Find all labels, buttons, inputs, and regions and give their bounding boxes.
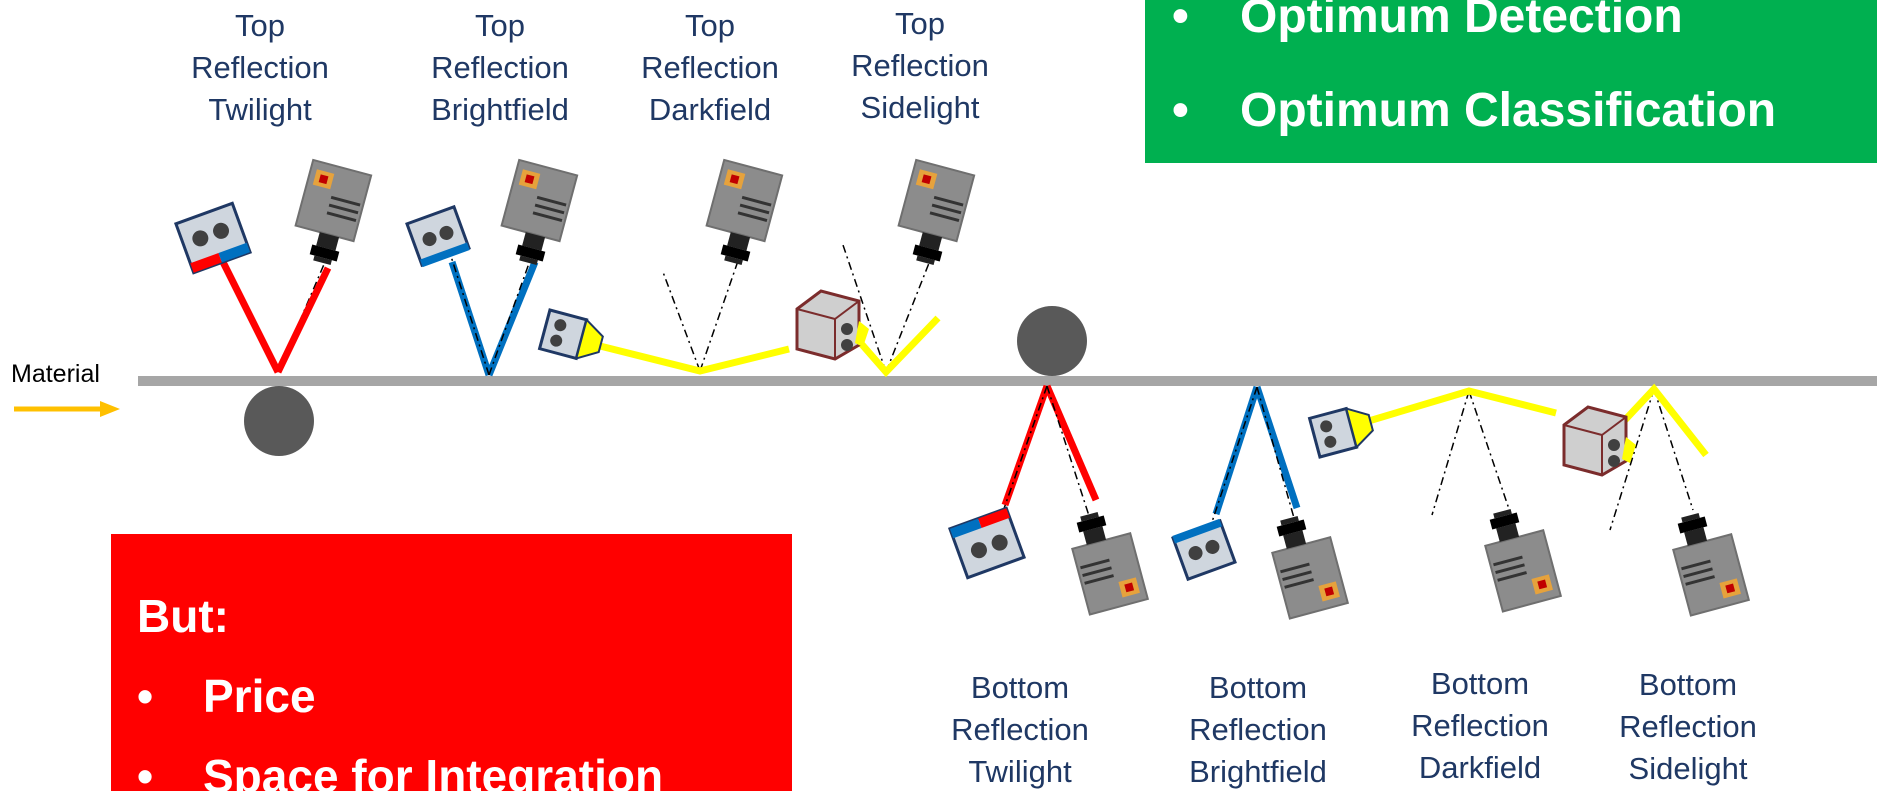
- station-top-sidelight: [795, 158, 976, 378]
- caption-top-sidelight: Top Reflection Sidelight: [820, 3, 1020, 129]
- roller-center: [1017, 306, 1087, 376]
- caption-line: Reflection: [1619, 709, 1757, 744]
- caption-top-brightfield: Top Reflection Brightfield: [400, 5, 600, 131]
- station-top-brightfield: [405, 158, 579, 377]
- drawback-item: • Price: [137, 668, 792, 724]
- station-bottom-sidelight: [1562, 383, 1750, 617]
- caption-line: Twilight: [208, 92, 312, 127]
- station-top-twilight: [174, 158, 373, 374]
- advantage-item: • Optimum Classification: [1172, 64, 1877, 158]
- caption-line: Darkfield: [1418, 750, 1542, 785]
- caption-line: Top: [895, 6, 945, 41]
- caption-line: Reflection: [431, 50, 569, 85]
- caption-line: Reflection: [951, 712, 1089, 747]
- roller-top-left: [244, 386, 314, 456]
- caption-line: Reflection: [1189, 712, 1327, 747]
- advantages-box: • Optimum Detection • Optimum Classificati…: [1145, 0, 1877, 163]
- bullet-icon: •: [137, 750, 154, 791]
- advantage-label: Optimum Detection: [1240, 0, 1683, 43]
- caption-line: Brightfield: [1189, 754, 1327, 789]
- caption-top-twilight: Top Reflection Twilight: [160, 5, 360, 131]
- caption-line: Bottom: [1208, 670, 1308, 705]
- caption-line: Sidelight: [860, 90, 980, 125]
- drawbacks-title: But:: [137, 590, 229, 642]
- drawbacks-box: But: • Price • Space for Integration: [111, 534, 792, 791]
- caption-line: Bottom: [1430, 666, 1530, 701]
- advantage-item: • Optimum Detection: [1172, 0, 1877, 64]
- caption-line: Reflection: [851, 48, 989, 83]
- material-label: Material: [11, 360, 100, 388]
- caption-bottom-sidelight: Bottom Reflection Sidelight: [1588, 664, 1788, 790]
- station-top-darkfield: [538, 158, 790, 375]
- caption-line: Reflection: [191, 50, 329, 85]
- caption-line: Bottom: [1638, 667, 1738, 702]
- caption-line: Sidelight: [1628, 751, 1748, 786]
- caption-line: Darkfield: [648, 92, 772, 127]
- caption-bottom-brightfield: Bottom Reflection Brightfield: [1158, 667, 1358, 793]
- drawback-label: Space for Integration: [203, 750, 664, 791]
- caption-top-darkfield: Top Reflection Darkfield: [610, 5, 810, 131]
- station-bottom-darkfield: [1308, 387, 1562, 613]
- material-direction-arrow: [14, 401, 120, 417]
- station-bottom-twilight: [948, 384, 1149, 616]
- caption-line: Reflection: [641, 50, 779, 85]
- caption-line: Twilight: [968, 754, 1072, 789]
- station-bottom-brightfield: [1170, 385, 1349, 620]
- caption-line: Bottom: [970, 670, 1070, 705]
- caption-line: Reflection: [1411, 708, 1549, 743]
- caption-line: Brightfield: [431, 92, 569, 127]
- caption-bottom-twilight: Bottom Reflection Twilight: [920, 667, 1120, 793]
- caption-line: Top: [685, 8, 735, 43]
- bullet-icon: •: [1172, 84, 1189, 137]
- bullet-icon: •: [137, 670, 154, 722]
- drawback-label: Price: [203, 670, 316, 722]
- advantage-label: Optimum Classification: [1240, 84, 1777, 137]
- caption-bottom-darkfield: Bottom Reflection Darkfield: [1380, 663, 1580, 789]
- bullet-icon: •: [1172, 0, 1189, 43]
- caption-line: Top: [475, 8, 525, 43]
- drawback-item: • Space for Integration: [137, 748, 792, 791]
- caption-line: Top: [235, 8, 285, 43]
